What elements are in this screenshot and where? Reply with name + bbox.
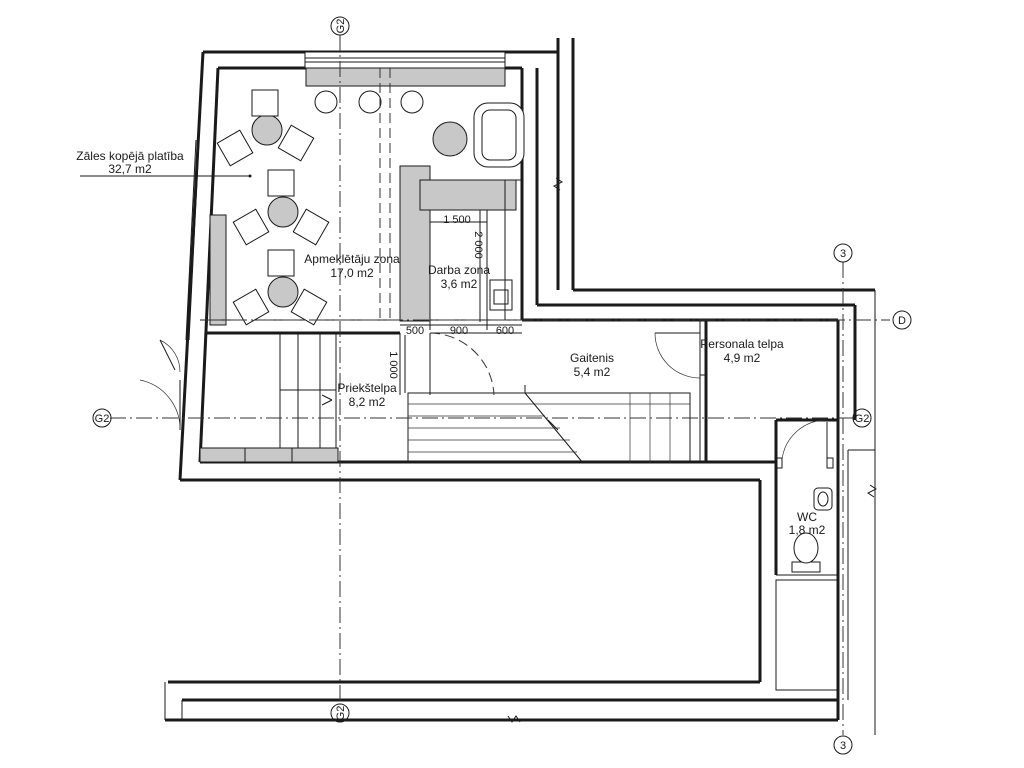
work-zone-name: Darba zona bbox=[428, 263, 490, 277]
grid-label-g2-left: G2 bbox=[95, 413, 110, 425]
table-set-2 bbox=[232, 169, 330, 246]
vestibule-area: 8,2 m2 bbox=[349, 395, 386, 409]
grid-label-g2-right: G2 bbox=[855, 413, 870, 425]
room-label-vestibule: Priekštelpa 8,2 m2 bbox=[337, 381, 397, 409]
table-set-1 bbox=[216, 89, 315, 167]
vestibule-furniture bbox=[199, 333, 339, 463]
armchair-group bbox=[432, 102, 525, 168]
grid-marker-3-bottom: 3 bbox=[833, 735, 853, 755]
room-label-corridor: Gaitenis 5,4 m2 bbox=[570, 351, 614, 379]
table-set-3 bbox=[232, 249, 328, 326]
top-window bbox=[304, 51, 506, 87]
grid-marker-g2-right: G2 bbox=[852, 408, 872, 428]
room-label-visitor-zone: Apmeklētāju zona 17,0 m2 bbox=[304, 252, 400, 280]
dimension-2000: 2 000 bbox=[472, 231, 484, 259]
bar-stools bbox=[314, 90, 424, 114]
grid-marker-g2-left: G2 bbox=[92, 408, 112, 428]
room-label-staff-room: Personala telpa 4,9 m2 bbox=[700, 337, 784, 365]
dimension-lines bbox=[400, 210, 522, 393]
room-label-hall-total: Zāles kopējā platība 32,7 m2 bbox=[76, 149, 252, 178]
bar-counter bbox=[399, 165, 522, 322]
room-label-work-zone: Darba zona 3,6 m2 bbox=[428, 263, 490, 291]
grid-label-g2-top: G2 bbox=[335, 19, 347, 34]
dimension-1500: 1 500 bbox=[443, 214, 471, 226]
grid-label-3-top: 3 bbox=[840, 248, 846, 260]
corridor-name: Gaitenis bbox=[570, 351, 614, 365]
wc-name: WC bbox=[797, 510, 817, 524]
grid-label-d: D bbox=[898, 315, 906, 327]
visitor-zone-area: 17,0 m2 bbox=[330, 266, 374, 280]
vestibule-name: Priekštelpa bbox=[337, 381, 397, 395]
grid-marker-g2-bottom: G2 bbox=[330, 703, 350, 723]
work-zone-area: 3,6 m2 bbox=[441, 277, 478, 291]
grid-lines bbox=[110, 35, 890, 735]
dimension-600: 600 bbox=[496, 325, 514, 337]
room-label-wc: WC 1,8 m2 bbox=[789, 510, 826, 537]
break-marks bbox=[507, 177, 877, 723]
grid-label-3-bottom: 3 bbox=[840, 740, 846, 752]
staff-room-area: 4,9 m2 bbox=[724, 351, 761, 365]
hall-total-area: 32,7 m2 bbox=[108, 162, 152, 176]
visitor-zone-name: Apmeklētāju zona bbox=[304, 252, 400, 266]
hall-total-name: Zāles kopējā platība bbox=[76, 149, 184, 163]
wc-fixtures bbox=[791, 487, 833, 573]
dimension-1000: 1 000 bbox=[387, 351, 399, 379]
left-window bbox=[185, 139, 227, 341]
grid-marker-d: D bbox=[892, 310, 912, 330]
interior-walls bbox=[200, 319, 875, 700]
staircase bbox=[407, 385, 691, 464]
grid-marker-3-top: 3 bbox=[833, 243, 853, 263]
wc-area: 1,8 m2 bbox=[789, 523, 826, 537]
dimension-500: 500 bbox=[406, 325, 424, 337]
corridor-area: 5,4 m2 bbox=[574, 365, 611, 379]
doors bbox=[139, 332, 834, 469]
dimension-900: 900 bbox=[450, 325, 468, 337]
staff-room-name: Personala telpa bbox=[700, 337, 784, 351]
grid-label-g2-bottom: G2 bbox=[335, 706, 347, 721]
grid-marker-g2-top: G2 bbox=[330, 16, 350, 36]
